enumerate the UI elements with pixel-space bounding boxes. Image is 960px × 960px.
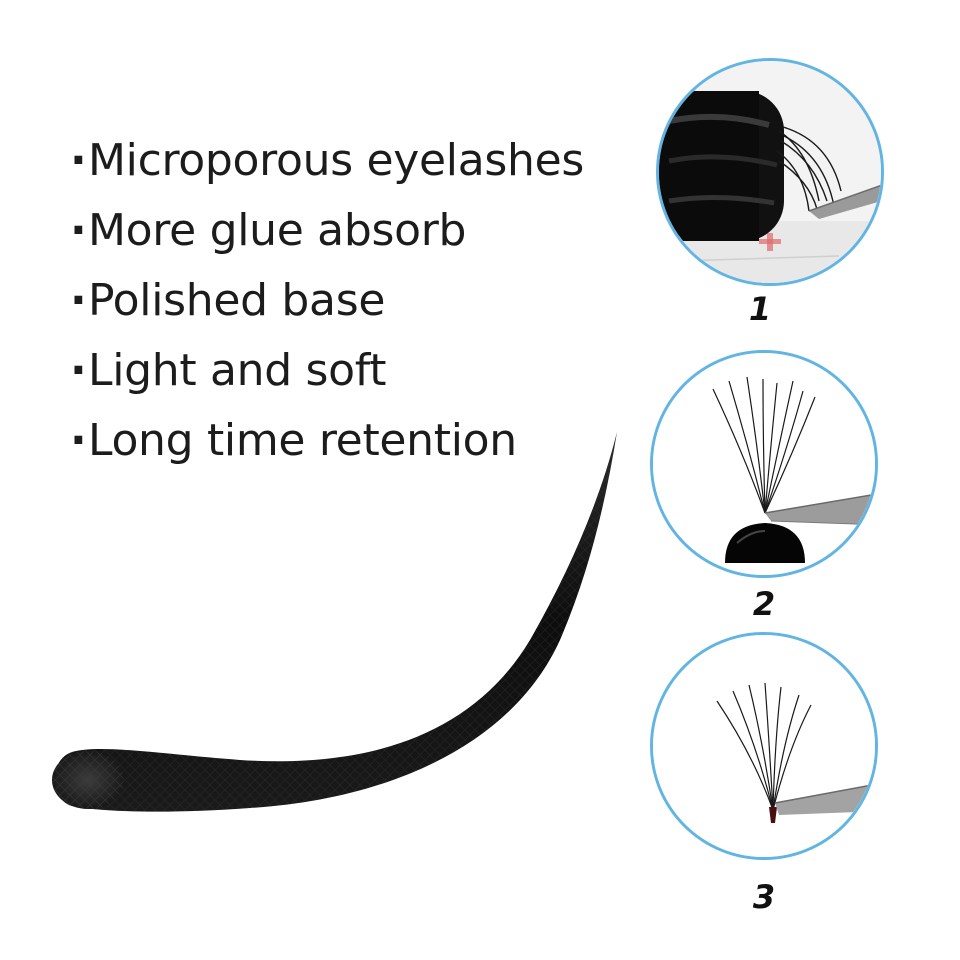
- bullet-dot: ·: [70, 135, 87, 186]
- step-1-photo: [656, 58, 884, 286]
- feature-item: ·Light and soft: [70, 336, 584, 406]
- feature-text: Light and soft: [88, 345, 387, 396]
- lash-strip-tweezers-image: [659, 61, 881, 283]
- feature-text: More glue absorb: [88, 205, 467, 256]
- feature-item: ·Long time retention: [70, 406, 584, 476]
- feature-item: ·Microporous eyelashes: [70, 126, 584, 196]
- bullet-dot: ·: [70, 415, 87, 466]
- lash-base-pores: [52, 751, 124, 809]
- bullet-dot: ·: [70, 205, 87, 256]
- step-2-number: 2: [752, 585, 776, 623]
- step-3-photo: [650, 632, 878, 860]
- bullet-dot: ·: [70, 275, 87, 326]
- lash-texture: [54, 432, 617, 812]
- step-1-number: 1: [748, 290, 772, 328]
- feature-item: ·More glue absorb: [70, 196, 584, 266]
- feature-text: Polished base: [88, 275, 386, 326]
- fanned-lash-on-glue-image: [653, 353, 875, 575]
- feature-text: Long time retention: [88, 415, 517, 466]
- feature-text: Microporous eyelashes: [88, 135, 584, 186]
- fanned-lash-tweezers-image: [653, 635, 875, 857]
- step-3-number: 3: [752, 878, 776, 916]
- bullet-dot: ·: [70, 345, 87, 396]
- feature-item: ·Polished base: [70, 266, 584, 336]
- step-2-photo: [650, 350, 878, 578]
- feature-list: ·Microporous eyelashes ·More glue absorb…: [70, 126, 584, 476]
